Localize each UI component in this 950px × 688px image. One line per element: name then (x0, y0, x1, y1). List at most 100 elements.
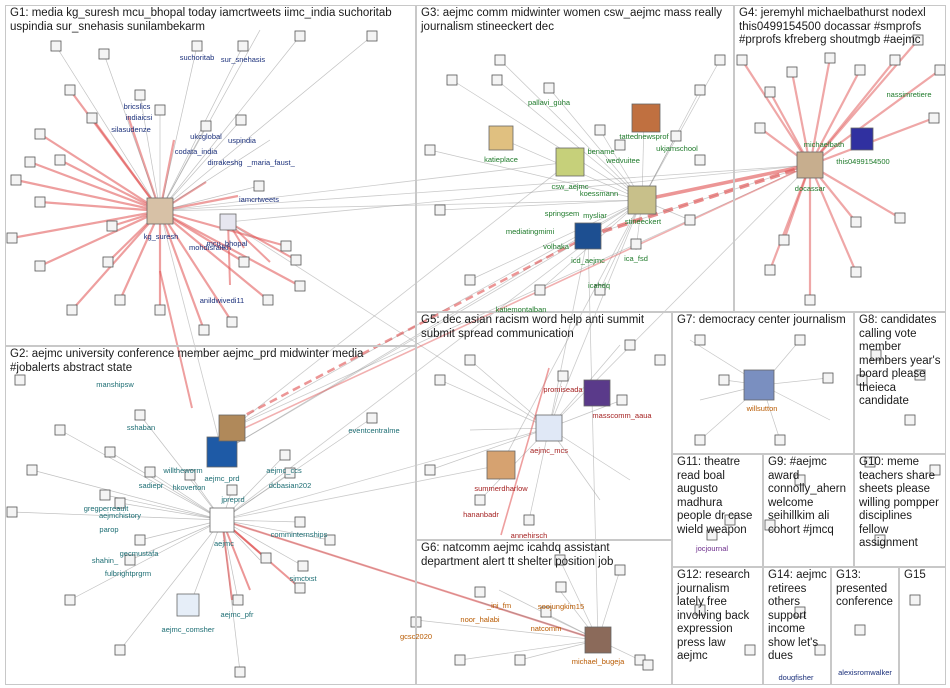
node-avatar (864, 456, 876, 468)
node-avatar (104, 446, 116, 458)
node-avatar (64, 594, 76, 606)
node-avatar (814, 644, 826, 656)
node-avatar (106, 220, 118, 232)
node-avatar (736, 54, 748, 66)
node-avatar (198, 324, 210, 336)
edge (159, 185, 260, 212)
edge (459, 639, 599, 661)
edge (528, 427, 550, 521)
edge (227, 221, 297, 261)
node-avatar (454, 654, 466, 666)
edge (103, 53, 161, 212)
node-avatar (324, 534, 336, 546)
node-avatar (904, 414, 916, 426)
edge (159, 119, 242, 212)
node-avatar (594, 124, 606, 136)
edge (496, 79, 643, 201)
edge (221, 519, 233, 601)
node-avatar (237, 40, 249, 52)
edge (221, 427, 550, 521)
node-avatar (474, 586, 486, 598)
edge (159, 164, 811, 212)
node-avatar (694, 334, 706, 346)
node-avatar (446, 74, 458, 86)
node-avatar (294, 30, 306, 42)
edges-layer (11, 29, 941, 673)
node-avatar (856, 374, 868, 386)
group-title-g13: G13: presented conference (836, 569, 893, 608)
node-avatar (134, 409, 146, 421)
group-panel-g9: G9: #aejmc award connolly_ahern welcome … (763, 454, 854, 567)
node-avatar (114, 294, 126, 306)
edge (31, 469, 223, 521)
group-panel-g4: G4: jeremyhl michaelbathurst nodexl this… (734, 5, 946, 312)
node-avatar (794, 474, 806, 486)
edge (587, 163, 811, 238)
node-avatar (464, 274, 476, 286)
node-avatar (219, 213, 237, 231)
edge (71, 210, 161, 311)
node-avatar (870, 349, 882, 361)
node-avatar (262, 294, 274, 306)
edge (39, 200, 161, 213)
edge (11, 511, 223, 521)
edge (129, 519, 223, 561)
node-avatar (627, 185, 657, 215)
edge (91, 117, 161, 212)
edge (809, 69, 861, 166)
node-avatar (50, 40, 62, 52)
node-avatar (114, 644, 126, 656)
edge (439, 199, 643, 211)
node-avatar (514, 654, 526, 666)
edge (69, 519, 223, 601)
node-avatar (54, 424, 66, 436)
node-avatar (684, 214, 696, 226)
edge (139, 94, 161, 212)
group-title-g7: G7: democracy center journalism (677, 314, 846, 326)
node-avatar (226, 484, 238, 496)
node-avatar (134, 89, 146, 101)
node-avatar (928, 112, 940, 124)
edge (469, 199, 643, 281)
edge (221, 519, 304, 567)
node-avatar (584, 626, 612, 654)
node-avatar (594, 284, 606, 296)
edge (159, 35, 301, 212)
edge (221, 519, 301, 523)
edge (109, 451, 223, 521)
node-avatar (824, 52, 836, 64)
edge (159, 270, 193, 409)
node-avatar (98, 48, 110, 60)
node-avatar (912, 34, 924, 46)
node-avatar (874, 534, 886, 546)
group-title-g12: G12: research journalism lately free inv… (677, 569, 750, 662)
edge (29, 160, 161, 213)
node-avatar (894, 212, 906, 224)
node-avatar (794, 606, 806, 618)
node-avatar (774, 434, 786, 446)
node-avatar (34, 260, 46, 272)
node-avatar (279, 449, 291, 461)
node-avatar (850, 127, 874, 151)
node-avatar (99, 489, 111, 501)
node-avatar (534, 284, 546, 296)
node-avatar (670, 130, 682, 142)
node-avatar (764, 519, 776, 531)
edge (119, 519, 223, 651)
node-avatar (238, 256, 250, 268)
node-avatar (778, 234, 790, 246)
node-avatar (209, 507, 235, 533)
edge (59, 429, 223, 521)
edge (159, 35, 373, 212)
edge (451, 79, 643, 201)
node-avatar (764, 86, 776, 98)
node-avatar (854, 624, 866, 636)
node-avatar (914, 369, 926, 381)
group-title-g5: G5: dec asian racism word help anti summ… (421, 314, 645, 340)
edge (159, 45, 198, 212)
node-avatar (543, 82, 555, 94)
edge (221, 235, 589, 453)
group-title-g6: G6: natcomm aejmc icahdq assistant depar… (421, 542, 614, 568)
node-avatar (822, 372, 834, 384)
edge (227, 221, 231, 286)
